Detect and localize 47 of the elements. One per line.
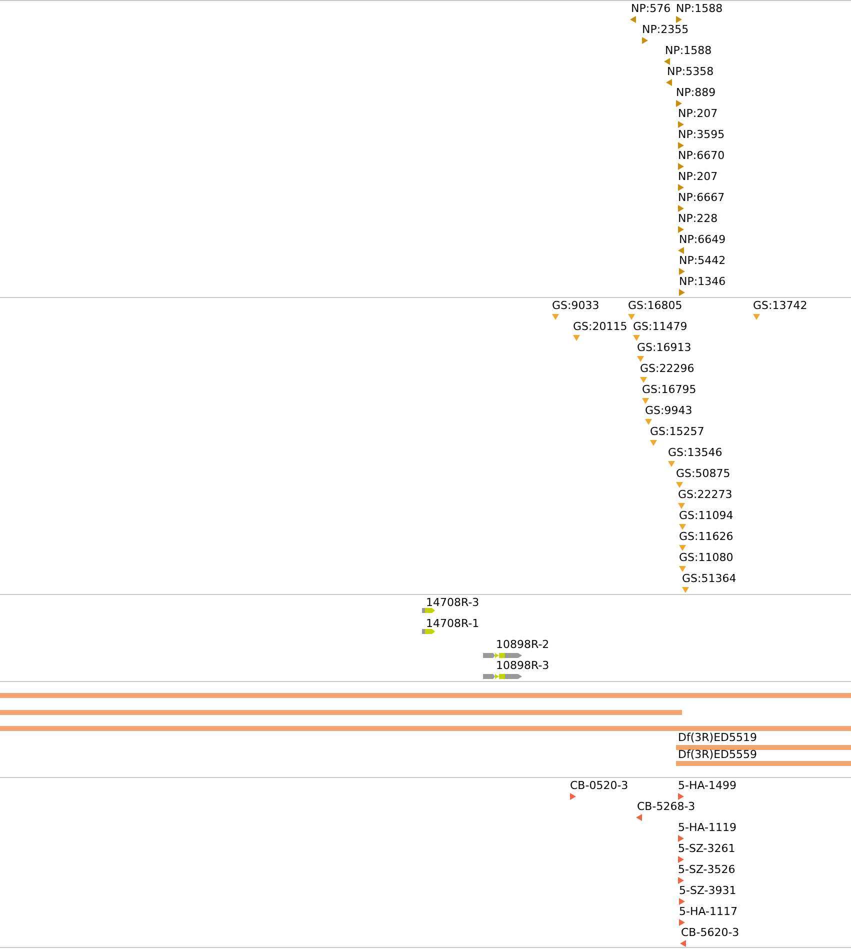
feature-label: NP:5442	[679, 254, 726, 267]
feature-label: 10898R-2	[496, 638, 550, 651]
feature-label: NP:889	[676, 86, 716, 99]
feature-label: NP:1588	[676, 2, 723, 15]
feature-label: NP:576	[631, 2, 671, 15]
feature-label: GS:11626	[679, 530, 734, 543]
feature-label: 14708R-1	[426, 617, 480, 630]
feature-label: GS:13546	[668, 446, 722, 459]
feature-label: GS:51364	[682, 572, 736, 585]
feature-label: 14708R-3	[426, 596, 480, 609]
feature-label: NP:1588	[665, 44, 712, 57]
feature-label: NP:1346	[679, 275, 726, 288]
feature-label: 5-SZ-3931	[679, 884, 736, 897]
feature-label: GS:9033	[552, 299, 600, 312]
feature-label: NP:5358	[667, 65, 714, 78]
feature-label: NP:6649	[679, 233, 726, 246]
feature-label: NP:3595	[678, 128, 725, 141]
feature-label: 5-SZ-3526	[678, 863, 736, 876]
feature-label: GS:20115	[573, 320, 628, 333]
feature-label: Df(3R)ED5519	[678, 731, 757, 744]
feature-label: GS:15257	[650, 425, 704, 438]
feature-label: 5-HA-1499	[678, 779, 736, 792]
feature-label: NP:2355	[642, 23, 689, 36]
feature-label: 10898R-3	[496, 659, 550, 672]
feature-label: CB-5620-3	[681, 926, 740, 939]
feature-label: CB-0520-3	[570, 779, 628, 792]
feature-label: GS:11094	[679, 509, 734, 522]
feature-label: GS:13742	[753, 299, 808, 312]
feature-label: NP:6670	[678, 149, 725, 162]
feature-label: GS:16805	[628, 299, 682, 312]
feature-label: GS:11479	[633, 320, 688, 333]
feature-label: NP:228	[678, 212, 718, 225]
feature-label: 5-SZ-3261	[678, 842, 736, 855]
feature-label: GS:11080	[679, 551, 734, 564]
feature-label: 5-HA-1119	[678, 821, 736, 834]
feature-label: 5-HA-1117	[679, 905, 738, 918]
feature-label: GS:9943	[645, 404, 692, 417]
feature-label: GS:22296	[640, 362, 694, 375]
feature-label: GS:16913	[637, 341, 692, 354]
feature-label: GS:22273	[678, 488, 732, 501]
feature-label: NP:6667	[678, 191, 725, 204]
feature-label: Df(3R)ED5559	[678, 748, 757, 761]
feature-label: GS:50875	[676, 467, 730, 480]
feature-label: NP:207	[678, 170, 718, 183]
feature-label: CB-5268-3	[637, 800, 696, 813]
feature-label: GS:16795	[642, 383, 696, 396]
feature-label: NP:207	[678, 107, 718, 120]
